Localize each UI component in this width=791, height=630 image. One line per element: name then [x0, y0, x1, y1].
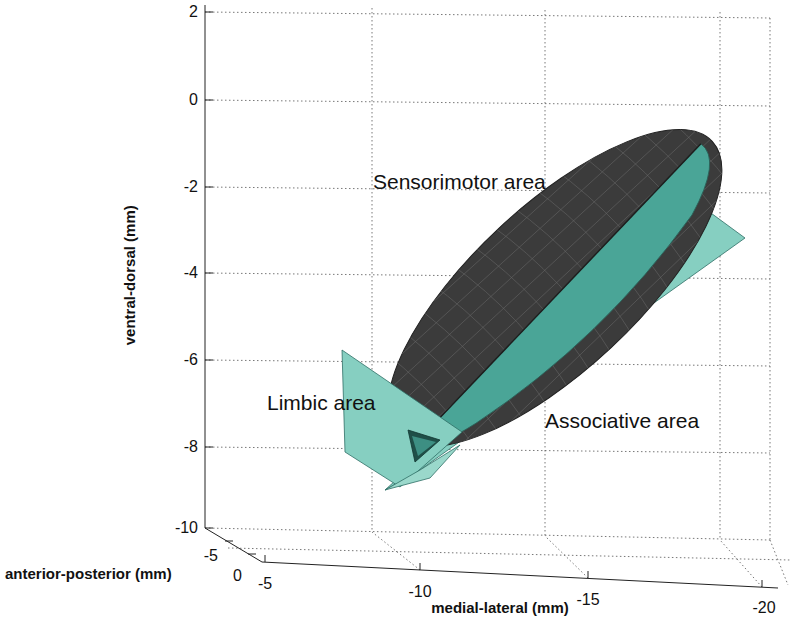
axis-title: medial-lateral (mm): [431, 600, 569, 617]
region-label: Limbic area: [267, 391, 376, 414]
tick-label: -2: [184, 178, 198, 196]
associative-plane-front: [385, 445, 460, 490]
limbic-plane: [342, 350, 462, 487]
axes: [205, 5, 778, 588]
sensorimotor-ellipsoid: [333, 72, 778, 504]
tick-label: 0: [233, 567, 242, 585]
grid: [205, 8, 790, 587]
region-label: Sensorimotor area: [373, 170, 546, 193]
tick-label: -5: [258, 575, 272, 593]
tick-label: -20: [752, 599, 775, 617]
tick-label: -5: [204, 547, 218, 565]
tick-label: -4: [184, 264, 198, 282]
tick-label: -10: [408, 583, 431, 601]
axis-title: anterior-posterior (mm): [5, 566, 172, 583]
tick-label: 0: [189, 91, 198, 109]
axis-title: ventral-dorsal (mm): [122, 205, 139, 345]
tick-label: -6: [184, 351, 198, 369]
tick-label: -8: [184, 438, 198, 456]
tick-label: -15: [576, 591, 599, 609]
tick-label: 2: [189, 3, 198, 21]
region-label: Associative area: [545, 409, 699, 432]
tick-label: -10: [175, 519, 198, 537]
